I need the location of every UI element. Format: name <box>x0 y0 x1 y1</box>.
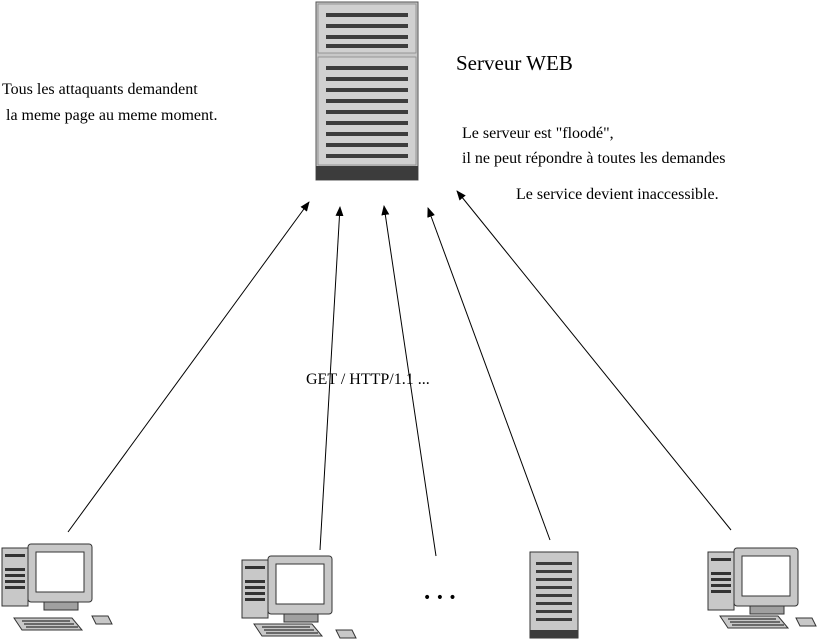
web-server-icon <box>315 1 419 181</box>
http-request-label: GET / HTTP/1.1 ... <box>306 371 430 388</box>
request-arrow-1 <box>67 201 310 533</box>
request-arrow-4 <box>427 207 551 541</box>
attackers-note-line-1: Tous les attaquants demandent <box>2 81 198 98</box>
flood-note-line-1: Le serveur est "floodé", <box>462 125 614 142</box>
request-arrow-3 <box>381 205 437 557</box>
attacker-computer-icon <box>241 555 357 639</box>
service-note: Le service devient inaccessible. <box>516 186 719 203</box>
server-title: Serveur WEB <box>456 51 573 75</box>
attacker-server-icon <box>529 551 579 639</box>
attacker-computer-icon <box>1 543 113 631</box>
flood-note-line-2: il ne peut répondre à toutes les demande… <box>462 150 726 167</box>
request-arrow-2 <box>319 206 344 551</box>
attackers-note-line-2: la meme page au meme moment. <box>6 107 218 124</box>
request-arrow-5 <box>456 190 732 531</box>
attacker-computer-icon <box>707 547 817 629</box>
ellipsis-dots: • • • <box>423 590 457 606</box>
